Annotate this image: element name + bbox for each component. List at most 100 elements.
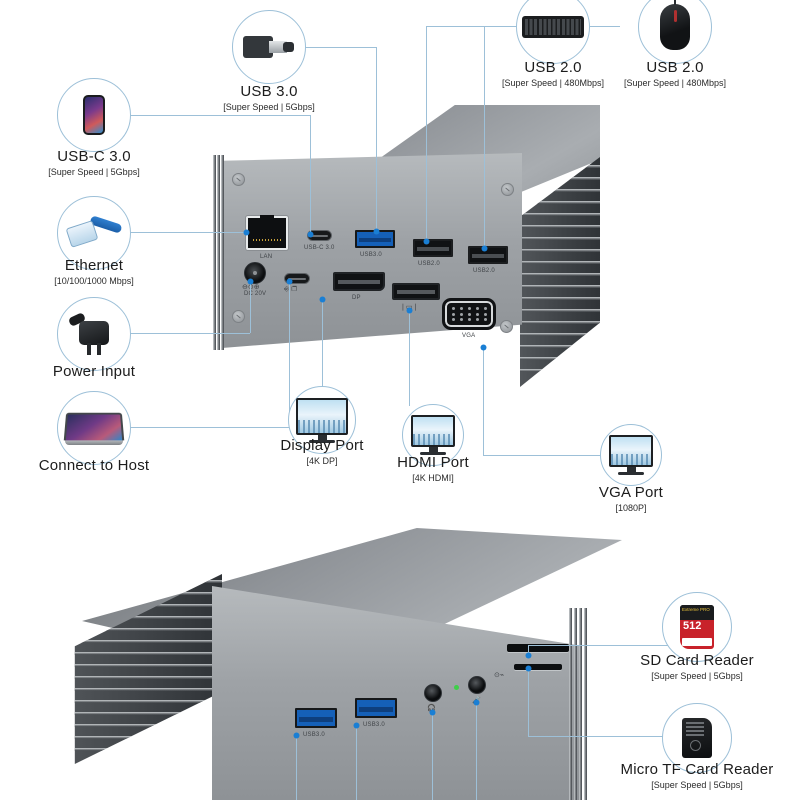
leader-hdmi-drop [409,311,410,406]
vga-port[interactable] [442,298,496,330]
leader-vga [483,455,600,456]
microphone-jack[interactable] [468,676,486,694]
tf-card-spec: [Super Speed | 5Gbps] [651,779,743,790]
port-label-lan: LAN [260,254,273,260]
host-title: Connect to Host [38,457,150,474]
power-title: Power Input [52,363,136,380]
keyboard-icon [522,16,584,38]
displayport-caption: Display Port [4K DP] [242,437,402,466]
usbc-host-port[interactable] [284,273,310,284]
ethernet-cable-icon [65,215,123,248]
anchor-usb30 [374,229,379,234]
sd-card-icon: Extreme PRO 512 [680,605,714,649]
leader-front-usb3-b [356,725,357,800]
side-fin-stack [520,157,600,387]
leader-usbc30 [130,115,310,116]
anchor-vga [481,345,486,350]
displayport-port[interactable] [333,272,385,291]
monitor-icon [609,435,653,475]
anchor-tf [526,666,531,671]
usb20-keyboard-bubble[interactable] [516,0,590,64]
anchor-usb20mse [482,246,487,251]
leader-power-drop [250,281,251,333]
leader-dp [322,300,323,388]
usb20-keyboard-spec: [Super Speed | 480Mbps] [502,77,604,88]
usb30-title: USB 3.0 [240,83,298,100]
sd-card-bubble[interactable]: Extreme PRO 512 [662,592,732,662]
sd-card-slot[interactable] [507,644,569,652]
usb30-spec: [Super Speed | 5Gbps] [223,101,315,112]
usb-2-0-port-b[interactable] [468,246,508,264]
vga-spec: [1080P] [615,502,647,513]
headphone-jack[interactable] [424,684,442,702]
power-plug-icon [67,312,119,355]
sd-card-capacity: 512 [683,619,702,632]
usb30-bubble[interactable] [232,10,306,84]
sd-card-spec: [Super Speed | 5Gbps] [651,670,743,681]
leader-headphone [432,712,433,800]
hdmi-caption: HDMI Port [4K HDMI] [353,454,513,483]
host-caption: Connect to Host [14,457,174,476]
usb-2-0-port-a[interactable] [413,239,453,257]
displayport-bubble[interactable] [288,386,356,454]
dc-power-jack[interactable] [244,262,266,284]
docking-station-front-view: USB3.0 USB3.0 🎧 🎤 ⊙⌁ [62,528,622,800]
leader-usb20kbd-drop [426,26,427,241]
port-label-usbc: USB-C 3.0 [304,245,335,251]
usb20-keyboard-caption: USB 2.0 [Super Speed | 480Mbps] [473,59,633,88]
docking-station-rear-view: LAN USB-C 3.0 USB3.0 USB2.0 USB2.0 ⊖⊙⊕ D… [200,105,600,395]
usbc30-bubble[interactable] [57,78,131,152]
ethernet-title: Ethernet [64,257,124,274]
leader-sd-drop [528,645,529,655]
tf-card-slot[interactable] [514,664,562,670]
usbc30-caption: USB-C 3.0 [Super Speed | 5Gbps] [14,148,174,177]
lan-port[interactable] [246,215,288,250]
leader-power [130,333,250,334]
tf-card-title: Micro TF Card Reader [620,761,774,778]
mouse-icon [660,0,690,50]
power-led [454,685,459,690]
vga-bubble[interactable] [600,424,662,486]
port-label-usb2-b: USB2.0 [473,268,495,274]
front-port-label-usb3-b: USB3.0 [363,722,385,728]
leader-usb30 [290,47,376,48]
leader-host [130,427,289,428]
ethernet-bubble[interactable] [57,196,131,270]
port-label-dp: DP [352,295,361,301]
front-right-fin-stack [567,608,591,800]
chassis-screw [500,320,513,333]
usbc-3-0-port[interactable] [307,230,332,241]
power-bubble[interactable] [57,297,131,371]
leader-host-drop [289,281,290,427]
sd-card-caption: SD Card Reader [Super Speed | 5Gbps] [607,652,787,681]
usb20-mouse-bubble[interactable] [638,0,712,64]
anchor-sd [526,653,531,658]
leader-tf [528,736,668,737]
displayport-title: Display Port [280,437,364,454]
hdmi-title: HDMI Port [397,454,469,471]
leader-usb20mse-drop [484,26,485,248]
tf-card-bubble[interactable] [662,703,732,773]
port-label-usb2-a: USB2.0 [418,261,440,267]
sd-card-brand: Extreme PRO [680,605,714,620]
vga-title: VGA Port [598,484,664,501]
usb20-mouse-spec: [Super Speed | 480Mbps] [624,77,726,88]
front-port-label-usb3-a: USB3.0 [303,732,325,738]
anchor-ethernet [244,230,249,235]
micro-sd-card-icon [682,718,712,758]
chassis-front-face [212,586,582,800]
tf-card-caption: Micro TF Card Reader [Super Speed | 5Gbp… [607,761,787,790]
usbc30-spec: [Super Speed | 5Gbps] [48,166,140,177]
front-usb-3-0-port-b[interactable] [355,698,397,718]
leader-sd [528,645,668,646]
usb20-mouse-title: USB 2.0 [646,59,704,76]
power-caption: Power Input [14,363,174,382]
front-usb-3-0-port-a[interactable] [295,708,337,728]
anchor-host [287,279,292,284]
hdmi-port[interactable] [392,283,440,300]
host-bubble[interactable] [57,391,131,465]
headphone-icon: 🎧 [427,705,436,712]
chassis-screw [232,310,245,323]
hdmi-bubble[interactable] [402,404,464,466]
